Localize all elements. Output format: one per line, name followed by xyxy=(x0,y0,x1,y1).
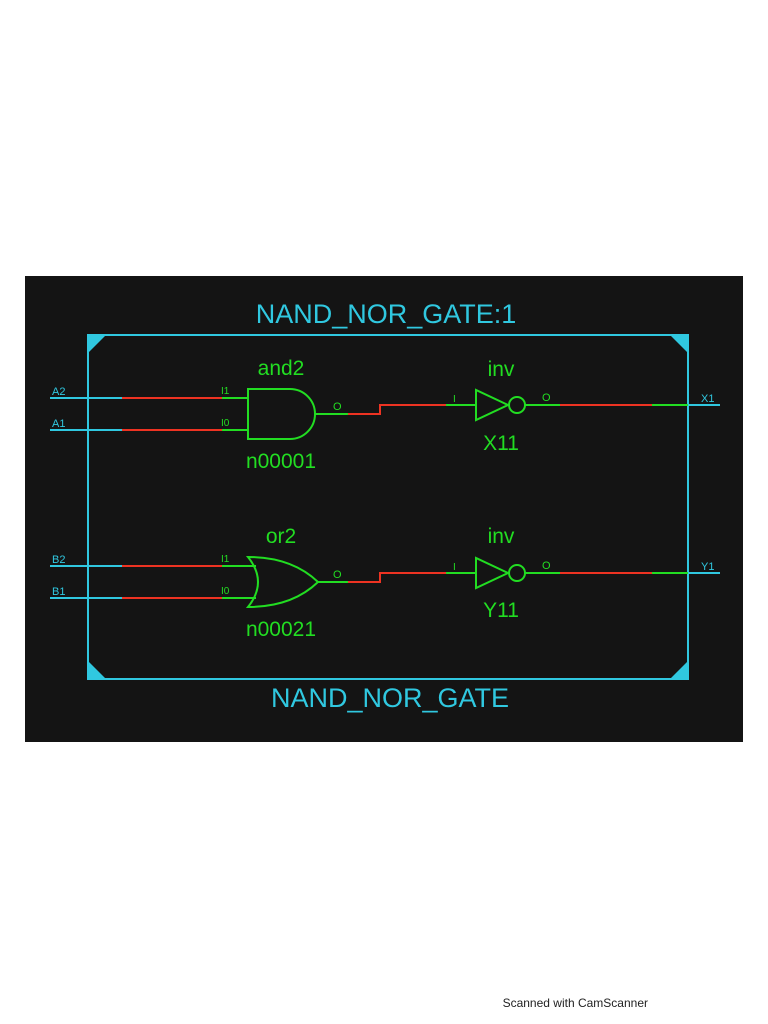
port-x1[interactable]: X1 xyxy=(688,393,720,406)
module-boundary xyxy=(87,334,689,680)
port-a2[interactable]: A2 xyxy=(50,386,122,399)
inv-x-instance-label: X11 xyxy=(483,432,519,455)
and2-type-label: and2 xyxy=(258,357,305,380)
module-title: NAND_NOR_GATE:1 xyxy=(256,299,517,329)
and2-gate[interactable] xyxy=(247,388,348,440)
or2-pin-i0: I0 xyxy=(221,586,230,597)
port-x1-label: X1 xyxy=(701,393,714,405)
port-b2[interactable]: B2 xyxy=(50,554,122,567)
port-y1-label: Y1 xyxy=(701,561,714,573)
inv-y-pin-i: I xyxy=(453,562,456,573)
port-b1[interactable]: B1 xyxy=(50,586,122,599)
port-b1-label: B1 xyxy=(52,586,65,598)
or2-type-label: or2 xyxy=(266,525,296,548)
and2-pin-o: O xyxy=(333,401,342,413)
photo-frame xyxy=(25,276,743,742)
inv-x-pin-i: I xyxy=(453,394,456,405)
port-a2-label: A2 xyxy=(52,386,65,398)
or2-instance-label: n00021 xyxy=(246,618,316,641)
net-n00021[interactable] xyxy=(348,572,446,583)
inv-x-type-label: inv xyxy=(488,358,515,381)
inv-x-pin-o: O xyxy=(542,392,551,404)
port-a1[interactable]: A1 xyxy=(50,418,122,431)
inv-y-instance-label: Y11 xyxy=(483,599,519,622)
port-b2-label: B2 xyxy=(52,554,65,566)
scanner-footer: Scanned with CamScanner xyxy=(502,996,648,1010)
or2-gate[interactable] xyxy=(245,555,348,609)
port-y1[interactable]: Y1 xyxy=(688,561,720,574)
inv-y11-gate[interactable] xyxy=(475,556,560,590)
and2-pin-i0: I0 xyxy=(221,418,230,429)
or2-pin-i1: I1 xyxy=(221,554,230,565)
net-n00001[interactable] xyxy=(348,404,446,415)
inv-y-pin-o: O xyxy=(542,560,551,572)
and2-instance-label: n00001 xyxy=(246,450,316,473)
or2-pin-o: O xyxy=(333,569,342,581)
port-a1-label: A1 xyxy=(52,418,65,430)
and2-pin-i1: I1 xyxy=(221,386,230,397)
module-name: NAND_NOR_GATE xyxy=(271,683,509,713)
inv-y-type-label: inv xyxy=(488,525,515,548)
inv-x11-gate[interactable] xyxy=(475,388,560,422)
